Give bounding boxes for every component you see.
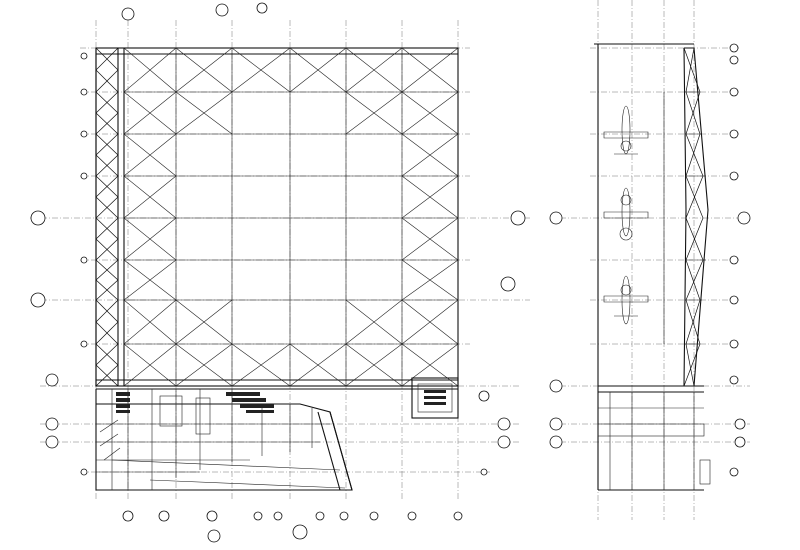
section-grid xyxy=(560,0,750,520)
section-right-grid-bubbles xyxy=(729,43,751,477)
grid-bubble xyxy=(121,7,135,21)
plan-top-grid-bubbles xyxy=(121,2,268,21)
grid-bubble xyxy=(549,379,563,393)
roof-bay-lines xyxy=(124,48,458,386)
grid-bubble xyxy=(497,435,511,449)
grid-bubble xyxy=(273,511,283,521)
grid-bubble xyxy=(80,130,88,138)
grid-bubble xyxy=(729,375,739,385)
grid-bubble xyxy=(292,524,308,540)
grid-bubble xyxy=(729,467,739,477)
grid-bubble xyxy=(45,373,59,387)
plan-bottom-grid-bubbles xyxy=(122,510,463,543)
grid-bubble xyxy=(80,172,88,180)
grid-bubble xyxy=(369,511,379,521)
grid-bubble xyxy=(207,529,221,543)
grid-bubble xyxy=(510,210,526,226)
section-truss xyxy=(683,47,709,387)
grid-bubble xyxy=(500,276,516,292)
grid-bubble xyxy=(407,511,417,521)
left-truss xyxy=(95,47,125,387)
section-view xyxy=(549,0,751,520)
grid-bubble xyxy=(729,43,739,53)
grid-bubble xyxy=(729,295,739,305)
grid-bubble xyxy=(729,129,739,139)
grid-bubble xyxy=(206,510,218,522)
grid-bubble xyxy=(256,2,268,14)
grid-bubble xyxy=(734,436,746,448)
section-outline xyxy=(594,43,704,491)
grid-bubble xyxy=(729,171,739,181)
grid-bubble xyxy=(549,417,563,431)
grid-bubble xyxy=(480,468,488,476)
aircraft-2 xyxy=(603,187,649,241)
grid-bubble xyxy=(80,340,88,348)
lower-left-bracing xyxy=(99,419,121,461)
annex-structure xyxy=(95,389,353,491)
aircraft-silhouettes xyxy=(603,92,665,344)
aircraft-3 xyxy=(603,275,649,325)
grid-bubble xyxy=(729,255,739,265)
grid-bubble xyxy=(453,511,463,521)
section-lower xyxy=(597,392,711,490)
grid-bubble xyxy=(215,3,229,17)
grid-bubble xyxy=(30,210,46,226)
grid-bubble xyxy=(729,339,739,349)
plan-right-grid-bubbles xyxy=(478,210,526,476)
grid-bubble xyxy=(30,292,46,308)
grid-bubble xyxy=(549,435,563,449)
grid-bubble xyxy=(80,256,88,264)
stair-hatch xyxy=(116,392,274,413)
grid-bubble xyxy=(549,211,563,225)
grid-bubble xyxy=(253,511,263,521)
roof-bracing xyxy=(123,47,459,387)
aircraft-1 xyxy=(603,105,649,155)
grid-bubble xyxy=(80,88,88,96)
grid-bubble xyxy=(729,55,739,65)
grid-bubble xyxy=(45,417,59,431)
grid-bubble xyxy=(80,468,88,476)
grid-bubble xyxy=(729,87,739,97)
grid-bubble xyxy=(158,510,170,522)
grid-bubble xyxy=(497,417,511,431)
grid-bubble xyxy=(122,510,134,522)
section-left-grid-bubbles xyxy=(549,211,563,449)
grid-bubble xyxy=(80,52,88,60)
grid-bubble xyxy=(478,390,490,402)
grid-bubble xyxy=(45,435,59,449)
grid-bubble xyxy=(734,418,746,430)
grid-bubble xyxy=(339,511,349,521)
grid-bubble xyxy=(315,511,325,521)
stair-detail-box xyxy=(411,377,459,419)
grid-bubble xyxy=(737,211,751,225)
plan-view xyxy=(30,2,530,543)
plan-left-grid-bubbles xyxy=(30,52,88,476)
